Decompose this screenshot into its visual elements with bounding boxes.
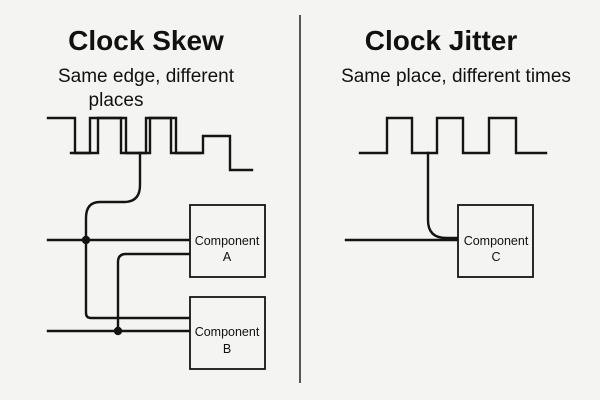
skew-subtitle-line1: Same edge, different [58,66,235,87]
component-b-box [189,296,266,370]
jitter-clock-tap-wire [426,151,460,240]
jitter-clock-waveform [358,116,548,155]
jitter-subtitle: Same place, different times [341,66,571,87]
component-b-label-line1: Component [195,325,260,339]
junction-dot-a [81,235,91,245]
jitter-title: Clock Jitter [365,25,518,56]
component-c-label-line2: C [491,250,500,264]
component-a-box [189,204,266,278]
component-c-label-line1: Component [464,234,529,248]
skew-subtitle-line2: places [89,90,144,111]
component-b-label-line2: B [223,342,231,356]
skew-clock-tap-wire [84,151,192,320]
junction-dot-b [113,326,123,336]
component-a-clock-wire [116,252,192,334]
skew-clock-waveform-1 [46,116,202,155]
skew-title: Clock Skew [68,25,224,56]
component-c-box [457,204,534,278]
skew-clock-waveform-2 [69,116,254,172]
component-a-label-line1: Component [195,234,260,248]
component-a-label-line2: A [223,250,232,264]
